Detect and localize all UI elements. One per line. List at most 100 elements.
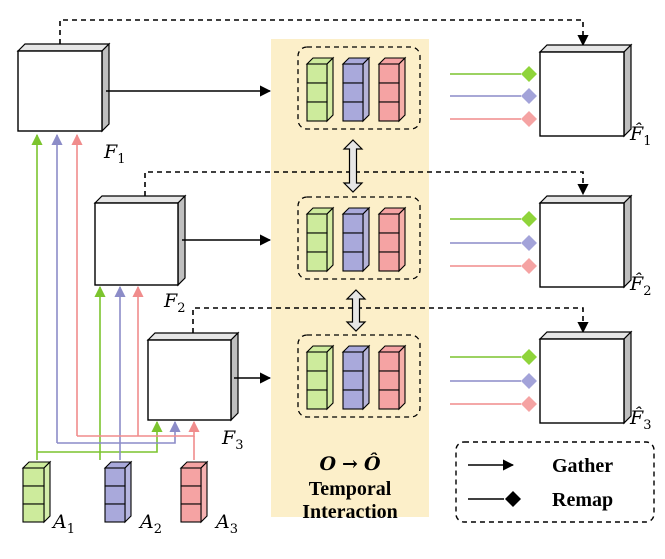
interaction-title-line2: Interaction bbox=[302, 501, 398, 523]
anchor-a3 bbox=[179, 460, 209, 524]
gather-arrows bbox=[106, 85, 272, 384]
token-column-green-cell bbox=[306, 370, 328, 391]
token-column-red bbox=[377, 56, 407, 123]
label-f2: F2 bbox=[163, 290, 185, 316]
token-column-green-cell bbox=[306, 101, 328, 122]
token-column-green-cell bbox=[306, 232, 328, 253]
token-column-red bbox=[377, 206, 407, 273]
cube-f1-side bbox=[101, 42, 110, 133]
anchor-a2-cell bbox=[104, 503, 126, 523]
token-column-red-cell bbox=[378, 63, 400, 84]
token-column-green-cell bbox=[306, 351, 328, 372]
legend-remap-diamond bbox=[505, 491, 521, 507]
anchor-connections bbox=[31, 133, 200, 460]
anchor-a3-cell bbox=[180, 485, 202, 505]
token-column-green-side bbox=[326, 206, 334, 273]
remap-lines bbox=[450, 66, 537, 412]
blue-line-f3 bbox=[57, 420, 181, 444]
interaction-equation: O→Ô bbox=[319, 452, 380, 475]
anchor-a2-side bbox=[124, 460, 132, 524]
cube-fhat3 bbox=[538, 330, 633, 425]
cube-f3 bbox=[146, 331, 240, 422]
skip-connection-2 bbox=[144, 171, 589, 196]
anchor-a1 bbox=[21, 460, 52, 524]
cube-fhat1-top bbox=[538, 44, 633, 53]
cube-f1-front bbox=[17, 50, 103, 132]
token-column-red-cell bbox=[378, 370, 400, 391]
remap-2-red bbox=[450, 258, 537, 274]
token-column-red-cell bbox=[378, 251, 400, 272]
remap-1-red bbox=[450, 111, 537, 127]
token-column-green-cell bbox=[306, 213, 328, 234]
label-fhat1: F̂1 bbox=[629, 123, 651, 149]
token-column-red-cell bbox=[378, 213, 400, 234]
token-column-blue-cell bbox=[342, 351, 364, 372]
interaction-arrows bbox=[342, 139, 367, 332]
label-a1: A1 bbox=[51, 511, 75, 537]
label-fhat2: F̂2 bbox=[629, 273, 651, 299]
anchor-a3-side bbox=[200, 460, 208, 524]
anchor-a1-cell bbox=[22, 467, 45, 487]
token-column-green-cell bbox=[306, 251, 328, 272]
skip-connections bbox=[59, 19, 589, 334]
label-f1: F1 bbox=[103, 141, 125, 167]
remap-diamond bbox=[521, 211, 537, 227]
token-column-red-cell bbox=[378, 101, 400, 122]
token-column-blue-cell bbox=[342, 101, 364, 122]
interaction-arrow-2-3 bbox=[345, 289, 367, 332]
skip-connection-3 bbox=[192, 307, 589, 334]
remap-3-green bbox=[450, 349, 537, 365]
token-column-blue bbox=[341, 344, 371, 411]
feature-cubes bbox=[16, 42, 633, 425]
anchor-a3-cell bbox=[180, 467, 202, 487]
token-column-blue-cell bbox=[342, 232, 364, 253]
remap-1-blue bbox=[450, 88, 537, 104]
token-column-green-side bbox=[326, 56, 334, 123]
remap-diamond bbox=[521, 349, 537, 365]
remap-diamond bbox=[521, 373, 537, 389]
token-column-green-side bbox=[326, 344, 334, 411]
cube-fhat3-top bbox=[538, 331, 633, 340]
green-line-f3 bbox=[37, 420, 163, 453]
interaction-arrow-1-2 bbox=[342, 139, 364, 193]
remap-2-blue bbox=[450, 235, 537, 251]
legend-box bbox=[455, 441, 655, 523]
anchor-a1-side bbox=[43, 460, 51, 524]
cube-f3-top bbox=[146, 332, 240, 341]
token-column-green bbox=[305, 206, 335, 273]
remap-2-green bbox=[450, 211, 537, 227]
token-column-blue-cell bbox=[342, 251, 364, 272]
token-group-border bbox=[297, 46, 421, 130]
cube-f3-front bbox=[147, 339, 232, 421]
label-f3: F3 bbox=[221, 427, 243, 453]
legend-remap-label: Remap bbox=[552, 489, 613, 511]
token-column-green-cell bbox=[306, 82, 328, 103]
token-column-red-side bbox=[398, 206, 406, 273]
cube-fhat1 bbox=[538, 43, 633, 138]
cube-fhat2-top bbox=[538, 195, 633, 204]
remap-diamond bbox=[521, 396, 537, 412]
anchor-a2-cell bbox=[104, 485, 126, 505]
token-group-3 bbox=[297, 334, 421, 418]
remap-diamond bbox=[521, 258, 537, 274]
token-column-blue-cell bbox=[342, 82, 364, 103]
remap-1-green bbox=[450, 66, 537, 82]
token-column-red-cell bbox=[378, 351, 400, 372]
anchor-a1-cell bbox=[22, 503, 45, 523]
token-column-green-cell bbox=[306, 63, 328, 84]
token-column-blue bbox=[341, 206, 371, 273]
cube-f2 bbox=[93, 194, 187, 287]
token-column-blue bbox=[341, 56, 371, 123]
token-column-red-side bbox=[398, 344, 406, 411]
cube-f2-front bbox=[94, 202, 179, 286]
token-column-blue-side bbox=[362, 56, 370, 123]
token-group-border bbox=[297, 196, 421, 280]
anchor-a2-cell bbox=[104, 467, 126, 487]
skip-connection-1 bbox=[59, 19, 589, 47]
red-line-f3 bbox=[77, 420, 200, 437]
token-column-blue-side bbox=[362, 344, 370, 411]
token-column-green bbox=[305, 344, 335, 411]
token-column-red-side bbox=[398, 56, 406, 123]
remap-diamond bbox=[521, 66, 537, 82]
cube-fhat1-front bbox=[539, 51, 625, 137]
